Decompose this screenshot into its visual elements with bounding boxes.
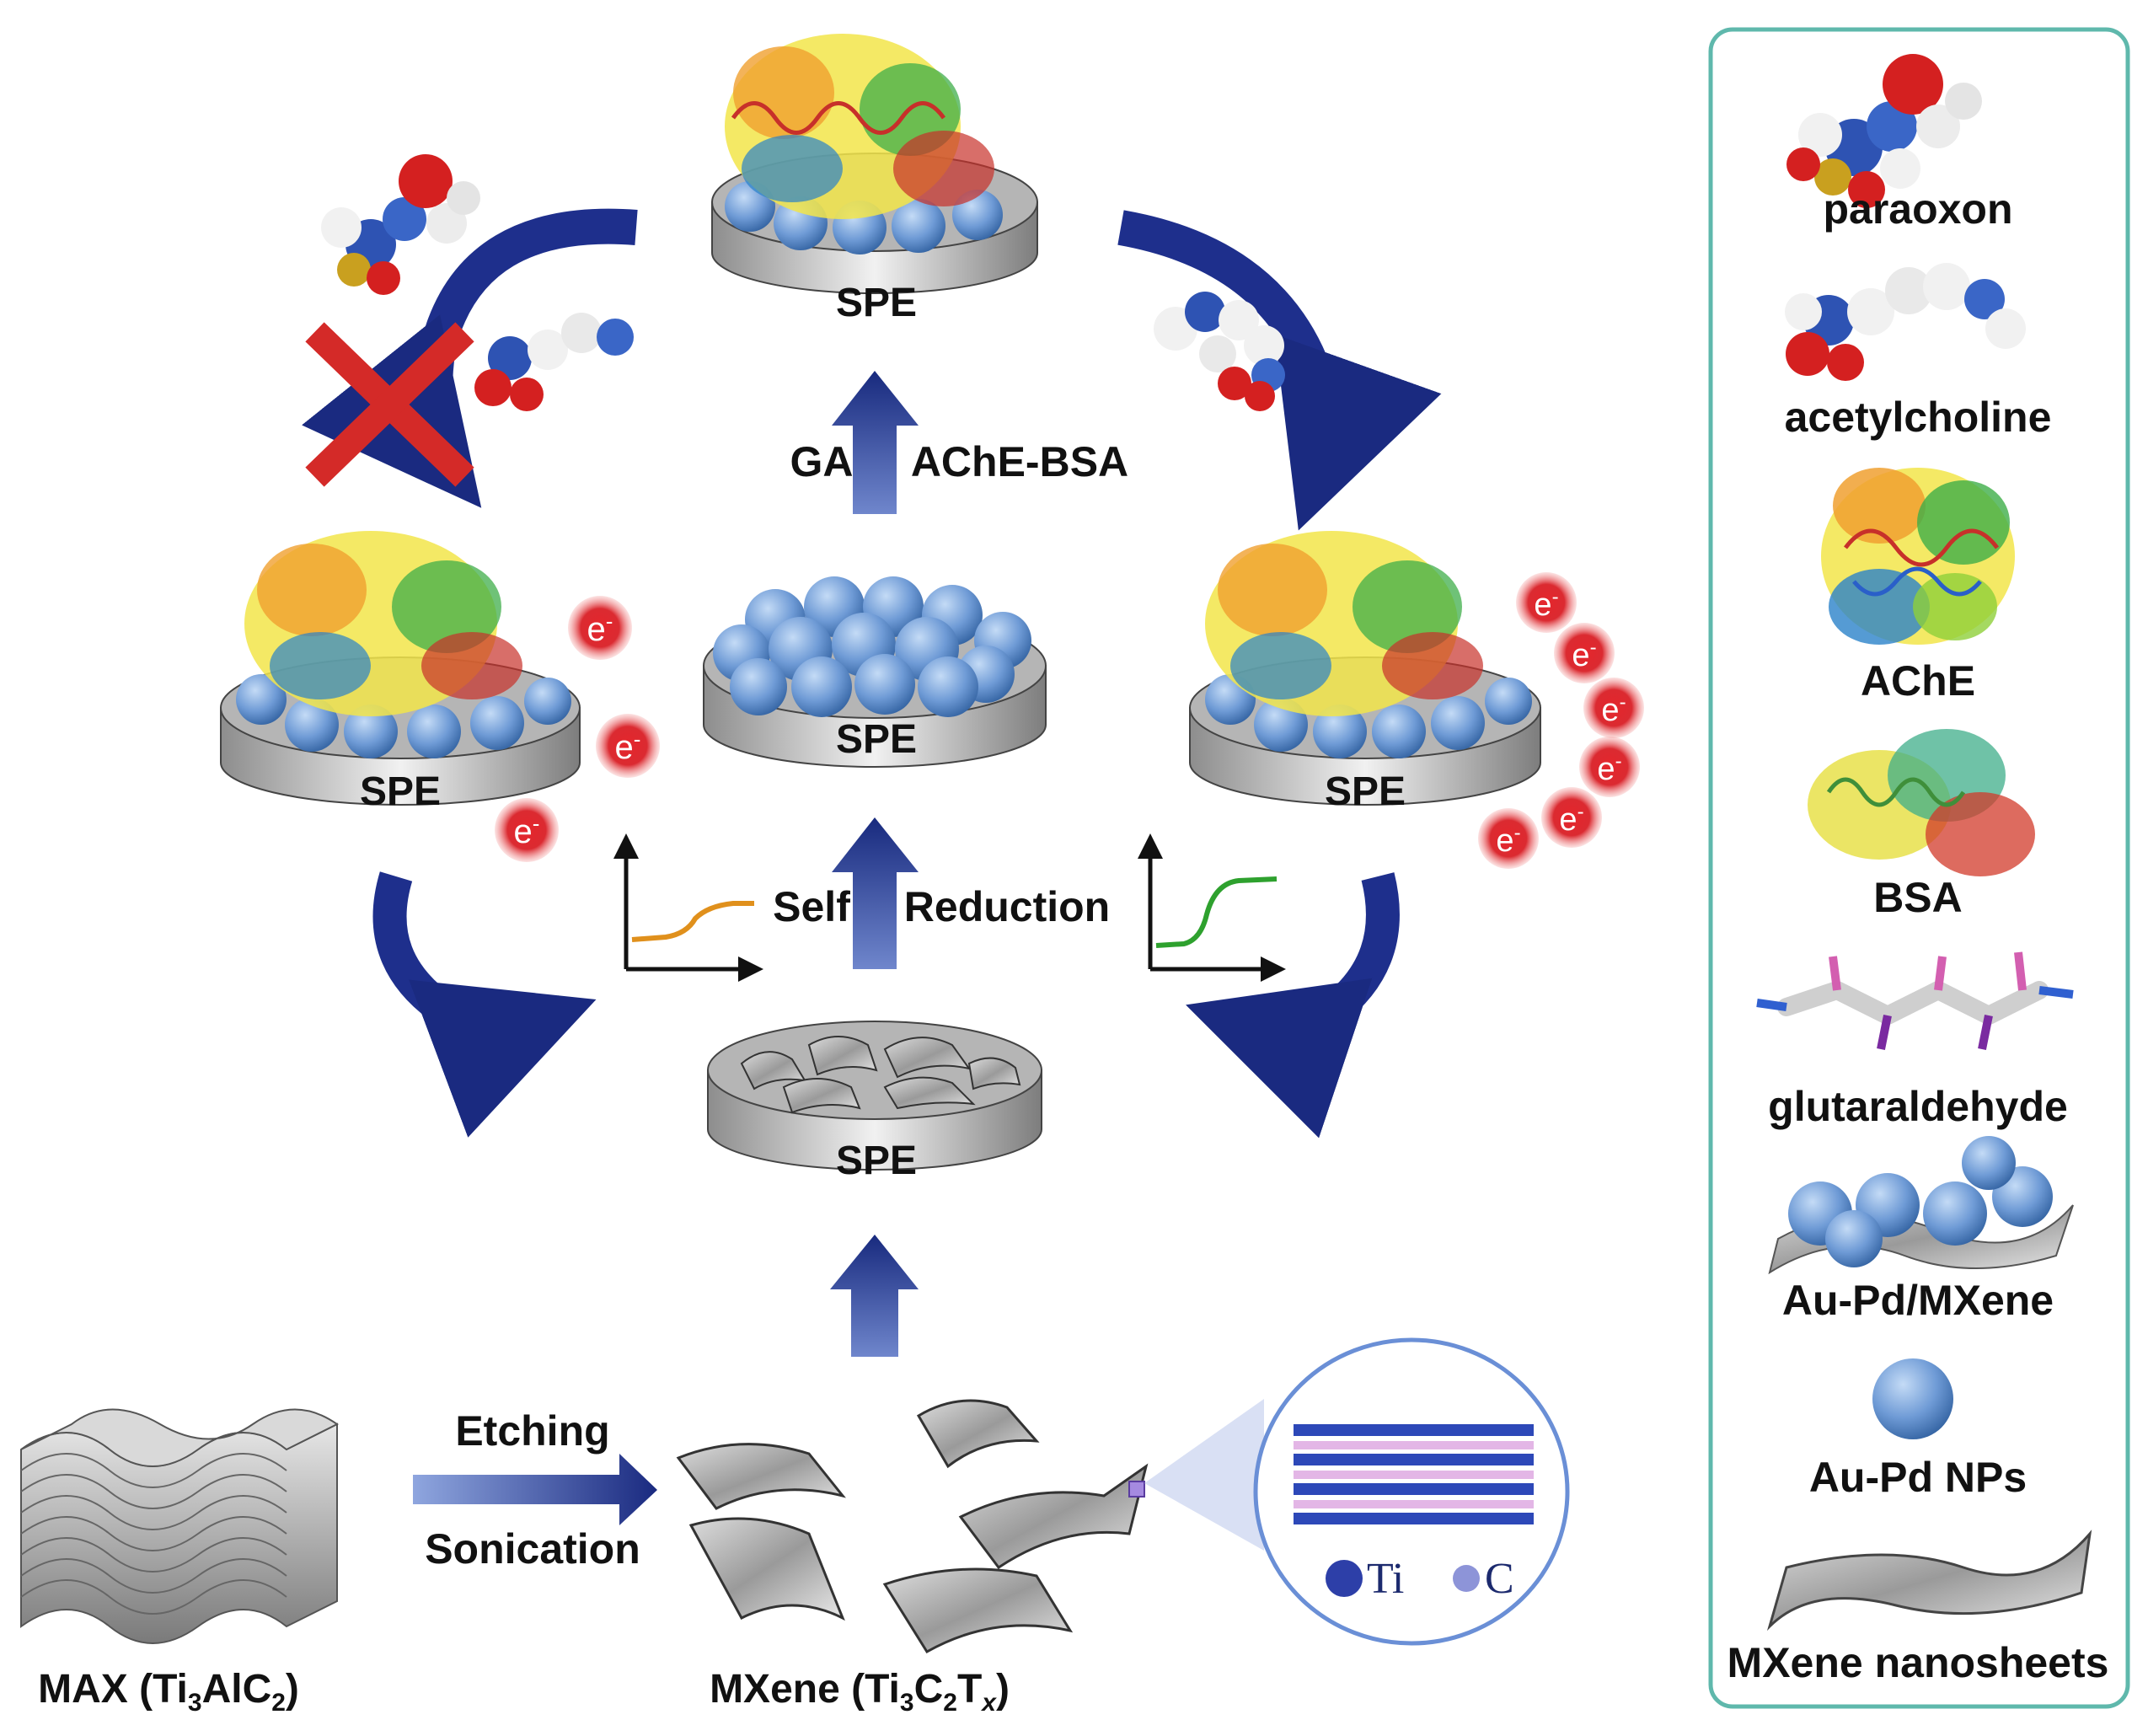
- curved-arrow-bottom-right: [1186, 872, 1400, 1139]
- svg-text:e-: e-: [514, 811, 540, 850]
- legend-label-acetylcholine: acetylcholine: [1785, 394, 2052, 441]
- inhibition-cross-icon: [305, 322, 474, 487]
- legend-label-paraoxon: paraoxon: [1823, 185, 2012, 233]
- electron-right-6: e-: [1478, 808, 1539, 869]
- up-arrow-bottom: [830, 1235, 919, 1357]
- left-response-plot: [613, 833, 763, 982]
- electron-right-3: e-: [1583, 678, 1644, 738]
- mxene-scattered-sheets: [676, 1399, 1149, 1654]
- electron-right-4: e-: [1579, 737, 1640, 797]
- etching-label: Etching: [455, 1407, 609, 1455]
- c-label: C: [1485, 1555, 1514, 1603]
- orange-signal-curve: [631, 901, 754, 942]
- spe-enzyme-left: [220, 531, 581, 806]
- svg-text:e-: e-: [1559, 801, 1583, 838]
- acetylcholine-icon: [1785, 263, 2026, 381]
- legend-label-aupd-mxene: Au-Pd/MXene: [1782, 1277, 2054, 1324]
- svg-text:e-: e-: [1597, 750, 1621, 787]
- spe-enzyme-top: [711, 34, 1038, 294]
- glutaraldehyde-icon: [1756, 951, 2074, 1050]
- acetylcholine-molecule-left: [474, 313, 634, 411]
- spe-label-mxene: SPE: [836, 1139, 917, 1183]
- electron-right-5: e-: [1541, 787, 1602, 848]
- curved-arrow-bottom-left: [372, 871, 597, 1138]
- aupd-nanoparticle-layer: [713, 576, 1031, 717]
- legend-label-glutaraldehyde: glutaraldehyde: [1768, 1083, 2068, 1130]
- max-phase-label: MAX (Ti3AlC2): [38, 1667, 299, 1717]
- bsa-icon: [1808, 729, 2035, 876]
- c-atom-icon: [1453, 1565, 1480, 1592]
- ache-icon: [1821, 468, 2015, 645]
- legend-label-mxene-nanosheets: MXene nanosheets: [1728, 1639, 2109, 1686]
- mxene-label: MXene (Ti3C2Tx): [710, 1667, 1010, 1717]
- green-signal-curve: [1155, 876, 1278, 948]
- electron-left-3: e-: [495, 798, 559, 862]
- ache-bsa-label: AChE-BSA: [911, 438, 1128, 485]
- electron-right-2: e-: [1554, 623, 1615, 683]
- spe-label-top: SPE: [836, 281, 917, 325]
- ga-label: GA: [790, 438, 854, 485]
- svg-text:e-: e-: [615, 726, 641, 766]
- spe-mxene-electrode: [707, 1021, 1042, 1171]
- curved-arrow-top-right: [1117, 210, 1442, 531]
- up-arrow-reduction: [832, 817, 919, 969]
- self-label: Self: [773, 883, 850, 930]
- etching-arrow: [413, 1454, 657, 1525]
- spe-label-aupd: SPE: [836, 717, 917, 762]
- spe-label-right: SPE: [1325, 769, 1406, 814]
- legend-label-bsa: BSA: [1873, 874, 1963, 921]
- legend-panel: [1708, 27, 2130, 1709]
- reduction-label: Reduction: [904, 883, 1110, 930]
- acetylcholine-molecule-right: [1154, 292, 1285, 411]
- ti-label: Ti: [1367, 1555, 1404, 1603]
- electron-left-2: e-: [596, 714, 660, 778]
- legend-label-aupd-nps: Au-Pd NPs: [1809, 1454, 2027, 1501]
- up-arrow-immobilization: [832, 371, 919, 514]
- paraoxon-icon: [1786, 54, 1982, 208]
- zoom-callout-beam: [1144, 1399, 1264, 1551]
- legend-label-ache: AChE: [1861, 657, 1975, 705]
- ti-atom-icon: [1326, 1560, 1363, 1597]
- electron-left-1: e-: [568, 596, 632, 660]
- sonication-label: Sonication: [425, 1525, 640, 1573]
- svg-text:e-: e-: [1601, 691, 1626, 728]
- svg-text:e-: e-: [1534, 586, 1558, 623]
- svg-text:e-: e-: [1496, 822, 1520, 859]
- svg-text:e-: e-: [1572, 636, 1596, 673]
- right-response-plot: [1138, 833, 1286, 982]
- electron-right-1: e-: [1516, 572, 1577, 633]
- svg-text:e-: e-: [587, 608, 613, 648]
- aupd-np-icon: [1872, 1358, 1953, 1439]
- paraoxon-molecule-left: [321, 154, 480, 295]
- spe-enzyme-right: [1189, 531, 1541, 806]
- aupd-mxene-icon: [1768, 1136, 2074, 1275]
- mxene-sheet-icon: [1766, 1530, 2092, 1632]
- spe-label-left: SPE: [360, 769, 441, 814]
- crystal-lattice: [1294, 1424, 1534, 1524]
- max-phase-block: [20, 1408, 339, 1644]
